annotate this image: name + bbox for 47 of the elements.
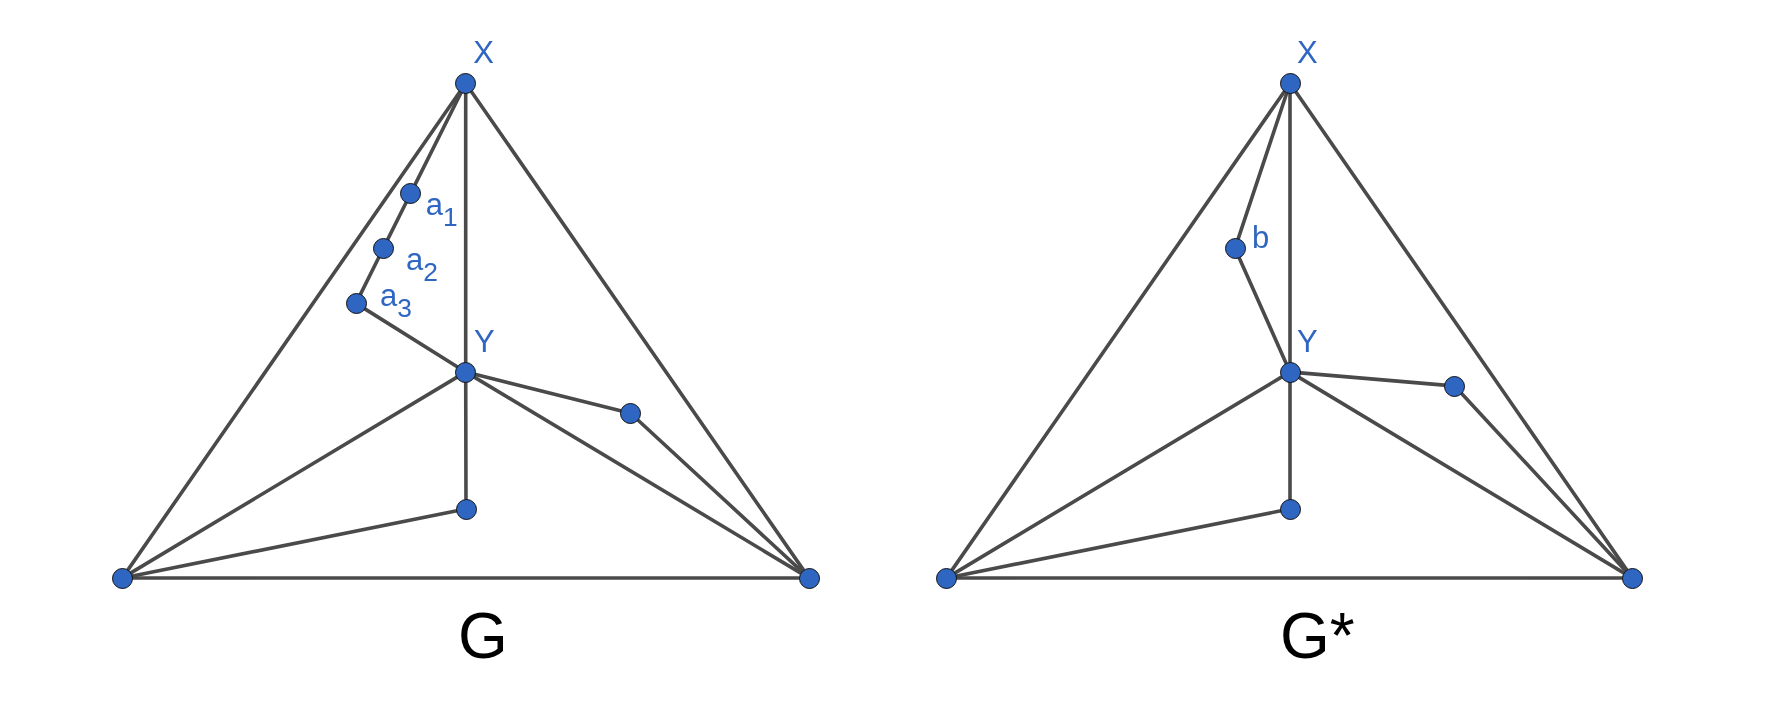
graph-vertex (1279, 361, 1301, 383)
graph-edge (1288, 380, 1292, 501)
graph-edge (1236, 91, 1289, 241)
graph-vertex (455, 72, 477, 94)
vertex-label: a$_{1}$ (425, 188, 458, 230)
graph-vertex (1621, 567, 1643, 589)
graph-vertex (372, 237, 394, 259)
vertex-label: Y (474, 326, 495, 357)
graph-caption: G (458, 604, 508, 668)
graph-edge (955, 576, 1624, 580)
graph-edge (474, 372, 623, 413)
graph-vertex (1279, 498, 1301, 520)
graph-vertex (936, 567, 957, 589)
graph-vertex (1444, 375, 1466, 397)
graph-edge (463, 92, 468, 364)
graph-edge (463, 380, 468, 501)
graph-edge (1297, 375, 1626, 575)
graph-vertex (400, 182, 422, 204)
graph-vertex (798, 567, 820, 589)
graph-vertex (1224, 237, 1246, 259)
graph-vertex (455, 498, 477, 520)
graph-edge (953, 375, 1283, 575)
graph-edge (469, 90, 805, 572)
graph-edge (955, 509, 1282, 578)
vertex-label: b (1252, 222, 1270, 254)
vertex-label: X (473, 37, 494, 69)
graph-edge (1237, 256, 1288, 365)
graph-edge (130, 509, 458, 578)
graph-caption: G* (1280, 604, 1355, 668)
graph-edge (1460, 391, 1627, 573)
graph-vertex (455, 361, 477, 383)
graph-edge (636, 418, 804, 573)
graph-edge (1288, 92, 1292, 364)
vertex-label: X (1297, 37, 1318, 69)
graph-vertex (111, 567, 133, 589)
graph-edge (363, 307, 459, 369)
vertex-label: Y (1297, 326, 1318, 357)
graph-edge (950, 90, 1286, 572)
graph-edge (129, 375, 459, 575)
graph-edge (126, 90, 462, 572)
graph-vertex (345, 292, 367, 314)
graph-edge (358, 255, 381, 296)
graph-edge (472, 375, 802, 575)
graph-vertex (1279, 72, 1301, 94)
graph-edge (386, 200, 408, 241)
graph-edge (131, 576, 801, 580)
graph-vertex (620, 402, 642, 424)
